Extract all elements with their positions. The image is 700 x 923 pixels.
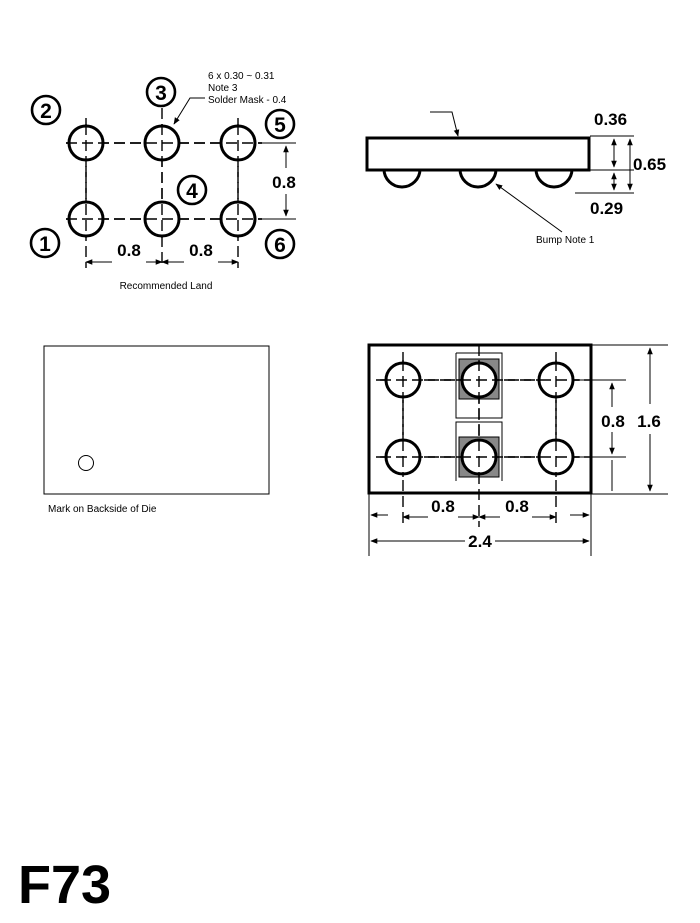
bump [534,167,574,189]
bottom-width: 2.4 [468,532,492,551]
pin-3-badge [145,76,177,108]
bump-note: Bump Note 1 [536,235,595,246]
bottom-height: 1.6 [637,412,661,431]
bump [458,167,498,189]
backside-view: Mark on Backside of Die [43,345,270,515]
center-notch [455,352,503,419]
pin-5-badge [264,108,296,140]
land-caption: Recommended Land [120,281,213,292]
bottom-view: 0.8 1.6 0.8 0.8 2.4 [367,343,668,556]
pin-3-label: 3 [155,82,167,105]
backside-caption: Mark on Backside of Die [48,504,157,515]
bump-note-leader [495,183,563,233]
side-total-height: 0.65 [633,155,666,174]
package-code: F73 [18,855,111,915]
bottom-vertical-pitch: 0.8 [601,412,625,431]
pin-4-label: 4 [186,180,198,203]
land-vertical-pitch: 0.8 [272,173,296,192]
side-top-thickness: 0.36 [594,110,627,129]
die-body [365,136,591,172]
land-horizontal-pitch-right: 0.8 [189,241,213,260]
side-bump-height: 0.29 [590,199,623,218]
center-notch [455,421,503,481]
top-leader [430,111,460,137]
pin-2-label: 2 [40,100,52,123]
pin-1-badge [29,227,61,259]
land-note-line3: Solder Mask - 0.4 [208,95,287,106]
pin-5-label: 5 [274,114,286,137]
recommended-land-view: 1 2 3 4 5 6 6 x 0.30 ~ 0.31 Note 3 Solde… [29,71,296,292]
pin-6-label: 6 [274,234,286,257]
pin-6-badge [264,228,296,260]
pin-2-badge [30,94,62,126]
land-horizontal-pitch-left: 0.8 [117,241,141,260]
bottom-horizontal-pitch-right: 0.8 [505,497,529,516]
land-note-leader [173,97,205,125]
pin-1-label: 1 [39,233,51,256]
bottom-horizontal-pitch-left: 0.8 [431,497,455,516]
land-note-line1: 6 x 0.30 ~ 0.31 [208,71,275,82]
pin-1-mark [78,455,94,471]
side-view: 0.36 0.65 0.29 Bump Note 1 [365,110,666,246]
land-note-line2: Note 3 [208,83,238,94]
backside-outline [43,345,270,495]
pin-4-badge [176,174,208,206]
bump [382,167,422,189]
